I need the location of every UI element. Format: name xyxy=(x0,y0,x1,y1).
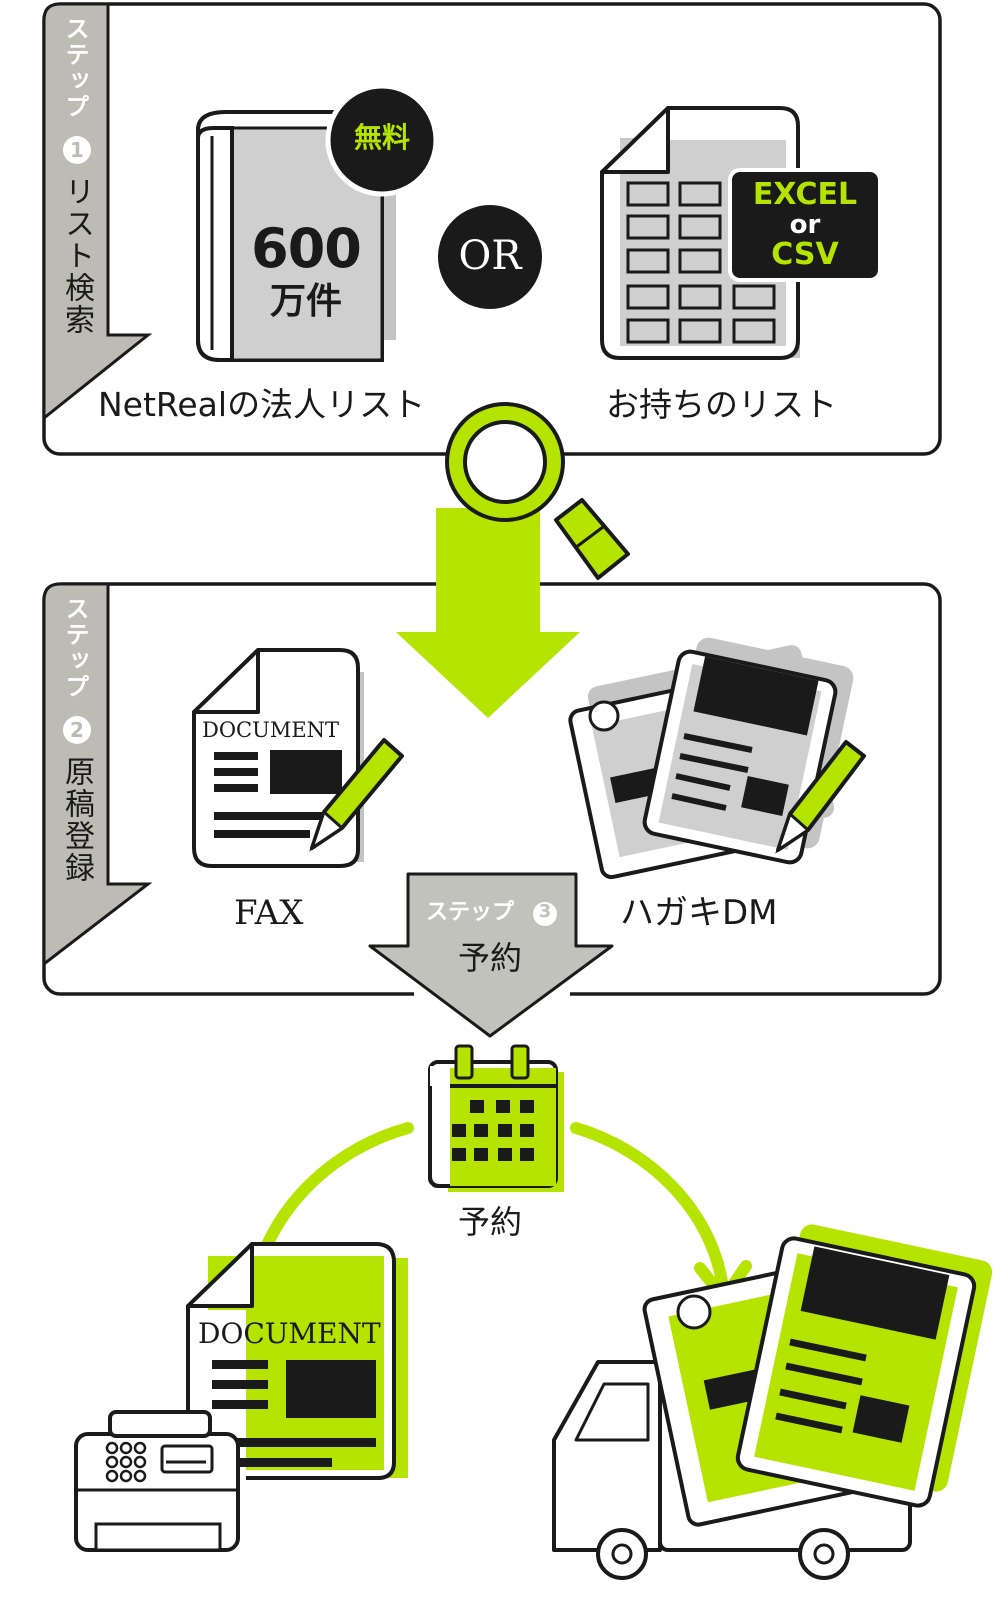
magnifier-icon xyxy=(445,402,630,580)
postcard-dm-caption: ハガキDM xyxy=(620,893,778,933)
step1-number-badge: 1 xyxy=(63,136,91,164)
or-label: OR xyxy=(458,233,522,279)
pencil-icon xyxy=(309,738,404,852)
file-format-badge xyxy=(728,168,882,282)
calendar-caption: 予約 xyxy=(457,1203,522,1241)
step1-tab-label: ステップ xyxy=(61,16,89,120)
fax-caption: FAX xyxy=(234,893,304,933)
bottom-document-label: DOCUMENT xyxy=(198,1317,381,1350)
step3-number-circle xyxy=(533,902,557,926)
book-count-unit: 万件 xyxy=(269,281,342,322)
flow-arrow-down xyxy=(396,508,580,718)
step3-arrow-label: ステップ xyxy=(426,900,515,925)
free-badge-label: 無料 xyxy=(353,121,410,154)
file-badge-line1: EXCEL xyxy=(752,177,858,212)
postcard-icon xyxy=(642,1224,993,1527)
book-count: 600 xyxy=(251,217,362,280)
postcard-icon xyxy=(568,637,866,880)
file-badge-line3: CSV xyxy=(771,237,839,272)
step2-tab-title: 原稿登録 xyxy=(59,756,94,884)
free-badge xyxy=(325,83,439,197)
step3-arrow-title: 予約 xyxy=(457,939,522,977)
step1-tab-title: リスト検索 xyxy=(59,176,94,336)
calendar-icon xyxy=(428,1044,564,1192)
or-circle xyxy=(438,205,542,309)
fax-machine-icon xyxy=(74,1410,240,1552)
own-list-caption: お持ちのリスト xyxy=(606,385,837,424)
document-icon xyxy=(186,1242,408,1480)
step2-tab-label: ステップ xyxy=(61,596,89,700)
fax-document-label: DOCUMENT xyxy=(202,718,340,742)
file-badge-line2: or xyxy=(789,210,821,240)
step3-number: 3 xyxy=(538,901,552,922)
netreal-list-caption: NetRealの法人リスト xyxy=(98,385,426,424)
step2-number-badge: 2 xyxy=(63,716,91,744)
